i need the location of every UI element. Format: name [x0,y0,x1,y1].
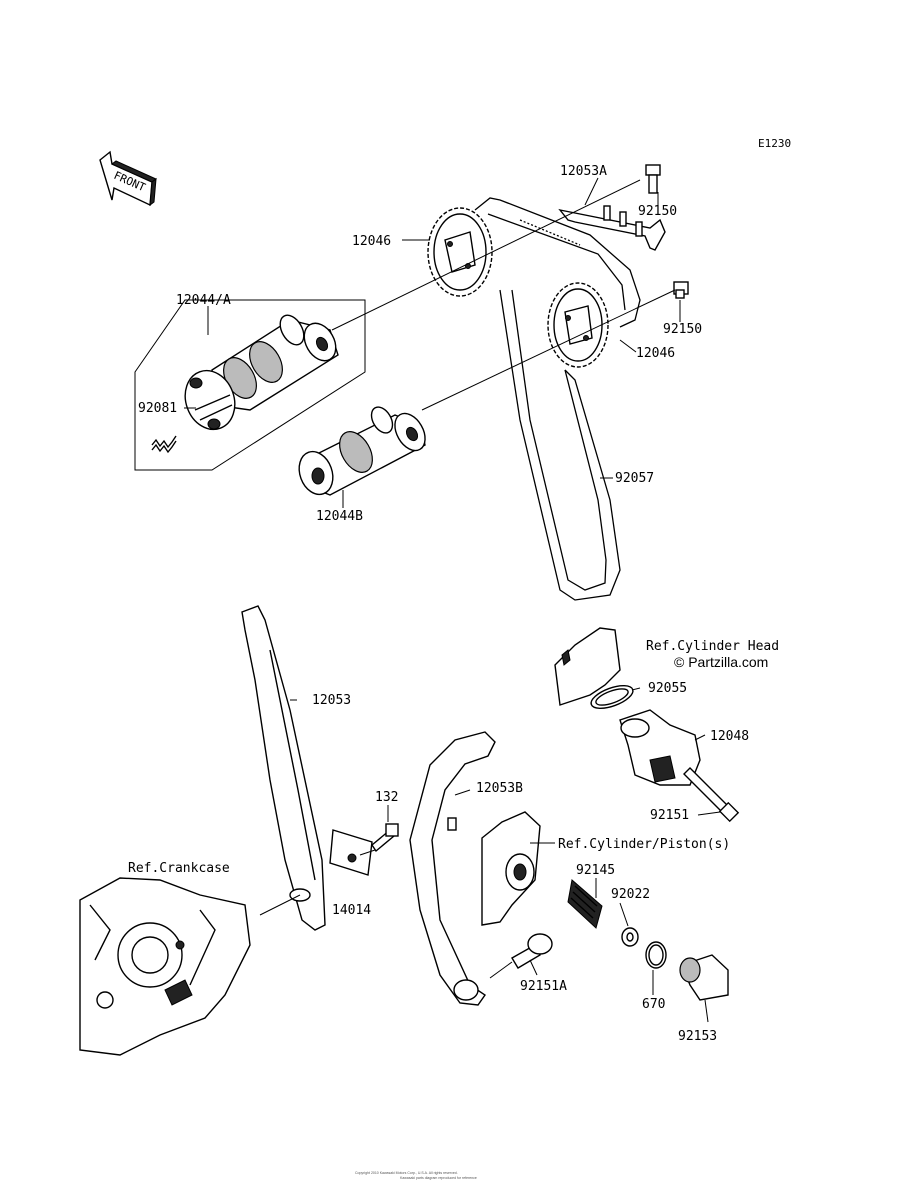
callout-12044b: 12044B [316,509,363,524]
callout-12044a: 12044/A [176,293,231,308]
bolt-92150-upper [645,164,661,194]
callout-12046: 12046 [352,234,391,249]
callout-670: 670 [642,997,665,1012]
callout-12046-lower: 12046 [636,346,675,361]
callout-92150: 92150 [638,204,677,219]
cam-sprocket-lower [547,282,609,368]
spring-92145 [567,879,603,929]
plate-14014 [329,829,373,876]
figure-code: E1230 [758,137,791,150]
callout-92150-lower: 92150 [663,322,702,337]
copyright-line-2: Kawasaki parts diagram reproduced for re… [400,1176,477,1180]
crankcase-fragment [79,877,251,1056]
callout-12053: 12053 [312,693,351,708]
o-ring-670 [645,941,667,969]
callout-92022: 92022 [611,887,650,902]
cylinder-fragment [481,811,541,926]
copyright-line-1: Copyright 2010 Kawasaki Motors Corp., U.… [355,1171,458,1175]
camshaft-group-box [134,299,366,471]
spring-92081 [151,435,177,454]
camshaft-upper [184,314,339,431]
callout-92151a: 92151A [520,979,567,994]
camshaft-lower [298,406,426,496]
callout-labels: 12053A 92150 12046 12044/A 92150 12046 9… [128,164,779,1044]
bolt-92151 [683,767,740,823]
cap-bolt-92153 [679,954,729,1001]
callout-ref-cylinder-head: Ref.Cylinder Head [646,639,779,654]
bolt-92151a [511,933,553,969]
bolt-132 [371,823,399,853]
chain-guide-12053b [409,731,496,1006]
cam-chain [474,197,641,601]
callout-12048: 12048 [710,729,749,744]
chain-guide-12053 [241,605,326,931]
chain-guide-upper [558,205,666,251]
chain-tensioner-12048 [619,709,701,786]
callout-12053b: 12053B [476,781,523,796]
callout-132: 132 [375,790,398,805]
bolt-92150-lower [673,281,689,299]
callout-92055: 92055 [648,681,687,696]
callout-14014: 14014 [332,903,371,918]
leader-lines [184,177,721,1023]
callout-92081: 92081 [138,401,177,416]
callout-ref-cylinder-piston: Ref.Cylinder/Piston(s) [558,837,730,852]
watermark: © Partzilla.com [674,654,768,670]
callout-92151: 92151 [650,808,689,823]
washer-92022 [621,927,639,947]
callout-92153: 92153 [678,1029,717,1044]
callout-12053a: 12053A [560,164,607,179]
front-arrow-icon: FRONT [99,150,157,207]
callout-92057: 92057 [615,471,654,486]
callout-92145: 92145 [576,863,615,878]
cylinder-head-fragment [554,627,621,706]
cam-sprocket-upper [427,207,493,297]
callout-ref-crankcase: Ref.Crankcase [128,861,230,876]
